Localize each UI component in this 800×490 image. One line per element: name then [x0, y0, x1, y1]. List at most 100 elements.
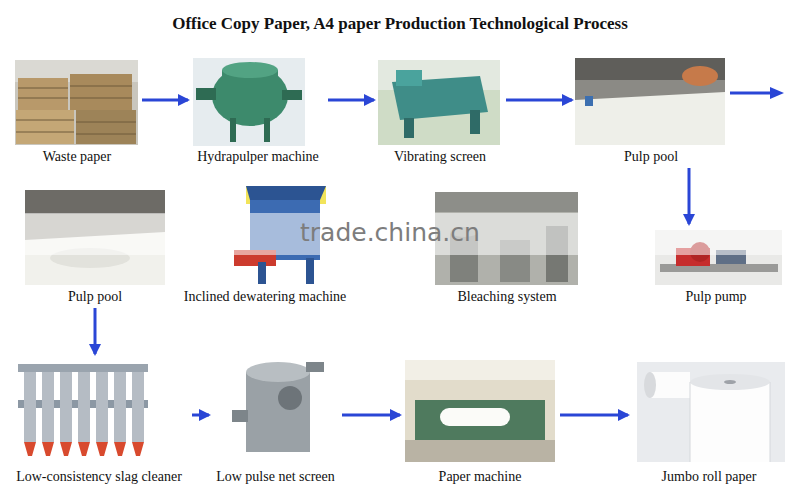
step-caption: Bleaching system — [455, 288, 558, 306]
process-step: Pulp pool — [22, 188, 168, 306]
vibrating-screen-picture-part — [470, 110, 480, 134]
flow-arrow — [560, 414, 628, 417]
net-screen-picture-part — [278, 386, 302, 410]
process-step: Pulp pool — [574, 58, 728, 166]
outgoing-arrow-part — [730, 92, 772, 95]
vibrating-screen-picture-part — [378, 60, 500, 145]
waste-paper-picture-part — [16, 86, 136, 134]
step-caption: Low pulse net screen — [214, 468, 337, 486]
flow-arrow — [688, 168, 691, 224]
pulp-pool-picture — [575, 58, 725, 145]
step-caption: Pulp pump — [683, 288, 748, 306]
hydrapulper-picture-part — [196, 88, 216, 100]
flow-arrow — [342, 414, 400, 417]
slag-cleaner-picture — [18, 364, 148, 456]
process-step: Low pulse net screen — [211, 356, 340, 486]
caption-row: Vibrating screen — [376, 147, 504, 166]
hydrapulper-picture — [193, 58, 305, 146]
vibrating-screen-picture — [378, 60, 500, 145]
caption-row: Jumbo roll paper — [630, 467, 788, 486]
process-step: Bleaching system — [434, 192, 580, 306]
caption-row: Paper machine — [402, 467, 558, 486]
paper-machine-picture-part — [405, 360, 555, 462]
slag-cleaner-picture-part — [60, 372, 72, 442]
flow-arrow — [506, 99, 572, 102]
step-caption: Vibrating screen — [392, 148, 488, 166]
pulp-pool-picture-part — [575, 92, 725, 145]
process-step: Hydrapulper machine — [190, 56, 326, 166]
flow-arrow — [142, 99, 188, 102]
pulp-pool-picture-part — [585, 96, 593, 106]
step-caption: Inclined dewatering machine — [182, 288, 348, 306]
slag-cleaner-picture-part — [42, 372, 54, 442]
waste-paper-picture-part — [15, 60, 138, 145]
caption-row: Low-consistency slag cleaner — [8, 467, 190, 486]
caption-row: Pulp pool — [22, 287, 168, 306]
jumbo-roll-picture-part — [690, 382, 770, 462]
caption-row: Inclined dewatering machine — [172, 287, 358, 306]
caption-row: Pulp pool — [574, 147, 728, 166]
caption-row: Waste paper — [14, 147, 140, 166]
pulp-pool-picture-part — [575, 58, 725, 145]
bleaching-system-picture-part — [435, 192, 578, 212]
jumbo-roll-picture-part — [637, 362, 785, 462]
diagram-title: Office Copy Paper, A4 paper Production T… — [172, 14, 628, 33]
net-screen-picture — [232, 362, 324, 452]
paper-machine-picture-part — [405, 440, 555, 462]
slag-cleaner-picture-part — [132, 372, 144, 442]
hydrapulper-picture-part — [193, 58, 305, 146]
waste-paper-picture-part — [70, 74, 132, 110]
dewatering-machine-picture-part — [258, 262, 266, 284]
hydrapulper-picture-part — [222, 62, 278, 78]
caption-row: Hydrapulper machine — [190, 147, 326, 166]
slag-cleaner-picture-part — [24, 372, 36, 442]
process-step: Paper machine — [402, 358, 558, 486]
slag-cleaner-picture-part — [78, 372, 90, 442]
vibrating-screen-picture-part — [404, 118, 414, 138]
step-caption: Jumbo roll paper — [660, 468, 759, 486]
flow-arrow — [94, 308, 97, 354]
step-caption: Low-consistency slag cleaner — [14, 468, 184, 486]
paper-machine-picture-part — [415, 400, 545, 440]
process-step: Pulp pump — [650, 226, 782, 306]
outgoing-arrow-part — [770, 87, 784, 99]
vibrating-screen-picture-part — [396, 70, 422, 86]
caption-row: Pulp pump — [650, 287, 782, 306]
net-screen-picture-part — [232, 410, 248, 422]
slag-cleaner-picture-part — [96, 372, 108, 442]
slag-cleaner-picture-part — [114, 372, 126, 442]
process-step: Waste paper — [14, 58, 140, 166]
paper-machine-picture-part — [440, 408, 510, 426]
step-caption: Hydrapulper machine — [195, 148, 321, 166]
flow-arrow — [192, 414, 209, 417]
watermark-text: trade.china.cn — [300, 218, 480, 247]
jumbo-roll-picture-part — [724, 380, 736, 384]
step-caption: Waste paper — [41, 148, 113, 166]
net-screen-picture-part — [246, 362, 310, 382]
paper-machine-picture-part — [405, 360, 555, 380]
outgoing-arrow — [730, 87, 784, 99]
title-row: Office Copy Paper, A4 paper Production T… — [0, 14, 800, 34]
pulp-pool-picture-part — [682, 66, 718, 86]
jumbo-roll-picture-part — [690, 382, 770, 462]
pulp-pool-picture-part — [25, 190, 165, 214]
waste-paper-picture-part — [76, 110, 136, 144]
waste-paper-picture-part — [18, 78, 68, 110]
caption-row: Low pulse net screen — [211, 467, 340, 486]
net-screen-picture-part — [246, 372, 310, 452]
flow-arrow — [328, 99, 374, 102]
paper-machine-picture — [405, 360, 555, 462]
waste-paper-picture — [15, 60, 138, 145]
step-caption: Pulp pool — [622, 148, 680, 166]
watermark-band — [0, 213, 800, 255]
jumbo-roll-picture-part — [644, 372, 656, 398]
process-step: Jumbo roll paper — [630, 358, 788, 486]
dewatering-machine-picture-part — [306, 258, 314, 284]
caption-row: Bleaching system — [434, 287, 580, 306]
hydrapulper-picture-part — [230, 118, 236, 142]
slag-cleaner-picture-part — [24, 442, 144, 456]
dewatering-machine-picture-part — [246, 186, 326, 200]
hydrapulper-picture-part — [264, 118, 270, 142]
process-step: Vibrating screen — [376, 58, 504, 166]
